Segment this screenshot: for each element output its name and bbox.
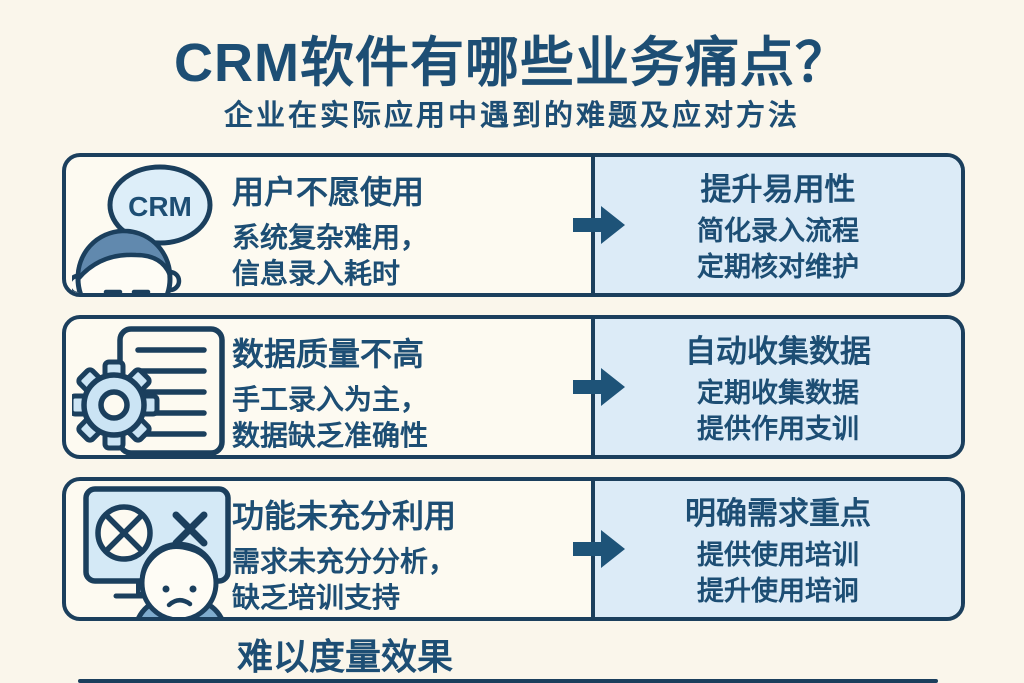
- problem-line: 数据缺乏准确性: [232, 420, 429, 452]
- solution-panel: 明确需求重点 提供使用培训 提升使用培诇: [591, 481, 961, 617]
- solution-title: 提升易用性: [700, 172, 856, 208]
- problem-block: 用户不愿使用 系统复杂难用， 信息录入耗时: [232, 167, 582, 293]
- problem-line: 需求未充分分析，: [232, 546, 457, 577]
- page-subtitle: 企业在实际应用中遇到的难题及应对方法: [223, 100, 800, 132]
- arrow-right-icon: [573, 530, 625, 568]
- solution-line: 定期核对维护: [697, 252, 859, 282]
- monitor-error-user-icon: [72, 485, 247, 617]
- page-title: CRM软件有哪些业务痛点？: [174, 33, 850, 93]
- bottom-divider-line: [78, 679, 938, 683]
- problem-line: 系统复杂难用，: [232, 222, 429, 253]
- problem-title: 用户不愿使用: [232, 174, 425, 210]
- footer-note: 难以度量效果: [237, 636, 454, 677]
- solution-panel: 提升易用性 简化录入流程 定期核对维护: [591, 157, 961, 293]
- arrow-right-icon: [573, 368, 625, 406]
- solution-line: 提供作用支训: [697, 414, 859, 444]
- gear-document-icon: [68, 323, 247, 455]
- arrow-right-icon: [573, 206, 625, 244]
- pain-point-row-data-quality: 数据质量不高 手工录入为主， 数据缺乏准确性 自动收集数据 定期收集数据 提供作…: [62, 315, 965, 459]
- pain-point-row-user-adoption: CRM 用户不愿使用 系统复杂难用， 信息录入耗时 提升易用性 简化录入流程 定…: [62, 153, 965, 297]
- problem-line: 信息录入耗时: [232, 258, 401, 290]
- pain-point-row-underused-features: 功能未充分利用 需求未充分分析， 缺乏培训支持 明确需求重点 提供使用培训 提升…: [62, 477, 965, 621]
- problem-line: 缺乏培训支持: [232, 582, 401, 614]
- solution-line: 提供使用培训: [697, 540, 859, 571]
- solution-line: 提升使用培诇: [697, 576, 859, 606]
- solution-line: 简化录入流程: [697, 216, 859, 247]
- problem-line: 手工录入为主，: [232, 384, 429, 415]
- solution-line: 定期收集数据: [697, 378, 859, 409]
- crm-bubble-label: CRM: [128, 191, 192, 222]
- problem-block: 功能未充分利用 需求未充分分析， 缺乏培训支持: [232, 491, 582, 617]
- solution-title: 自动收集数据: [685, 334, 871, 370]
- solution-title: 明确需求重点: [685, 496, 871, 532]
- problem-title: 数据质量不高: [232, 336, 425, 372]
- crm-complaint-user-icon: CRM: [66, 161, 247, 293]
- solution-panel: 自动收集数据 定期收集数据 提供作用支训: [591, 319, 961, 455]
- problem-title: 功能未充分利用: [232, 498, 457, 534]
- problem-block: 数据质量不高 手工录入为主， 数据缺乏准确性: [232, 329, 582, 455]
